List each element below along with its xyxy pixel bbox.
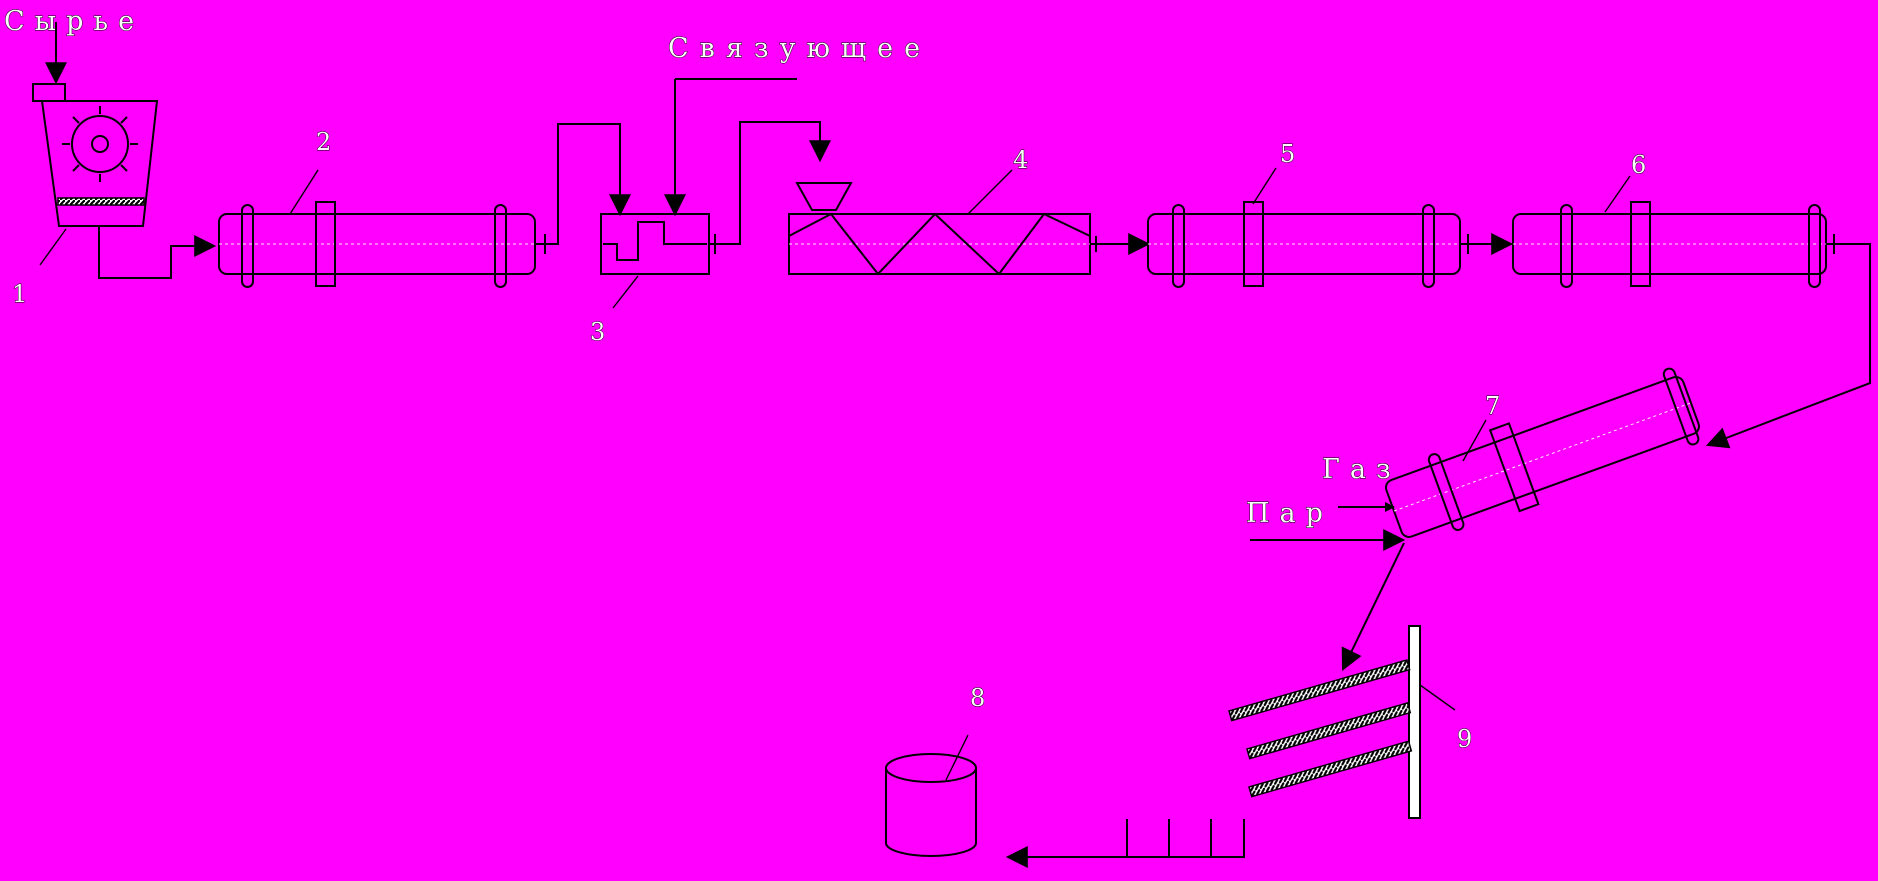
- hopper-inlet: [32, 83, 66, 102]
- screw-hopper-4: [795, 182, 853, 211]
- leader-7: [1462, 419, 1487, 462]
- leader-9: [1419, 684, 1456, 711]
- screw-flight: [788, 212, 1091, 276]
- leader-4: [967, 169, 1013, 215]
- screen-post-9: [1408, 625, 1421, 819]
- screen-deck-1: [1228, 659, 1411, 722]
- leader-5: [1252, 167, 1277, 205]
- raw-material-label: Сырье: [4, 6, 144, 37]
- leader-1: [39, 228, 67, 266]
- equipment-number-9: 9: [1457, 725, 1472, 753]
- discharge-line: [1005, 819, 1245, 868]
- cylinder-unit-5: 5: [1147, 140, 1514, 288]
- storage-bin-unit-8: 8: [885, 684, 986, 857]
- mixer-paddle: [603, 221, 707, 261]
- tyre-ring-5b: [1422, 204, 1435, 288]
- hopper-body: [40, 100, 159, 227]
- outlet-flange-5: [1460, 234, 1469, 254]
- screen-deck-3: [1248, 740, 1413, 798]
- tyre-ring-6b: [1808, 204, 1821, 288]
- gas-label: Газ: [1322, 454, 1401, 485]
- equipment-number-3: 3: [590, 318, 605, 346]
- flow-line-1-2: [98, 226, 217, 279]
- flow-line-3-4: [715, 121, 831, 245]
- equipment-number-7: 7: [1485, 392, 1500, 420]
- equipment-number-4: 4: [1013, 146, 1028, 174]
- equipment-number-2: 2: [316, 128, 331, 156]
- tyre-ring-7b: [1662, 367, 1700, 446]
- mixer-unit-3: 3: [590, 78, 831, 346]
- bin-top-8: [885, 753, 977, 783]
- cylinder-unit-2: 2: [218, 123, 631, 288]
- crusher-rotor-icon: [62, 106, 138, 182]
- steam-label: Пар: [1246, 498, 1333, 529]
- bin-body-8: [885, 768, 977, 857]
- screen-unit-9: 9: [1228, 625, 1473, 819]
- cylinder-unit-6: 6: [1512, 151, 1871, 449]
- crusher-unit-1: 1: [12, 22, 217, 308]
- flow-line-7-9: [1341, 542, 1405, 671]
- tyre-ring-7a: [1427, 453, 1465, 531]
- flow-line-2-3: [545, 123, 631, 245]
- leader-6: [1604, 175, 1631, 213]
- tyre-ring-6a: [1560, 204, 1573, 288]
- girth-gear-7: [1488, 422, 1540, 513]
- binder-label: Связующее: [668, 33, 931, 64]
- outlet-flange-2: [535, 234, 546, 254]
- binder-feed-line: [675, 78, 797, 214]
- tyre-ring-2a: [241, 204, 254, 288]
- tyre-ring-5a: [1172, 204, 1185, 288]
- tyre-ring-2b: [494, 204, 507, 288]
- equipment-number-5: 5: [1280, 140, 1295, 168]
- drum-7-annotations: 7: [1250, 392, 1501, 671]
- leader-3: [612, 275, 639, 309]
- screw-unit-4: 4: [788, 146, 1151, 276]
- flow-line-9-8: [1005, 819, 1245, 868]
- leader-8: [945, 734, 969, 781]
- crusher-grate: [57, 197, 145, 206]
- equipment-number-8: 8: [970, 684, 985, 712]
- flow-line-6-7: [1705, 243, 1871, 449]
- girth-gear-6: [1630, 201, 1651, 287]
- leader-2: [289, 169, 319, 215]
- outlet-flange-6: [1826, 234, 1835, 254]
- equipment-number-1: 1: [12, 280, 27, 308]
- screen-deck-2: [1246, 702, 1412, 760]
- inclined-drum-unit-7: [1384, 367, 1700, 538]
- equipment-number-6: 6: [1631, 151, 1646, 179]
- girth-gear-2: [315, 201, 336, 287]
- discharge-chutes: [1126, 819, 1212, 857]
